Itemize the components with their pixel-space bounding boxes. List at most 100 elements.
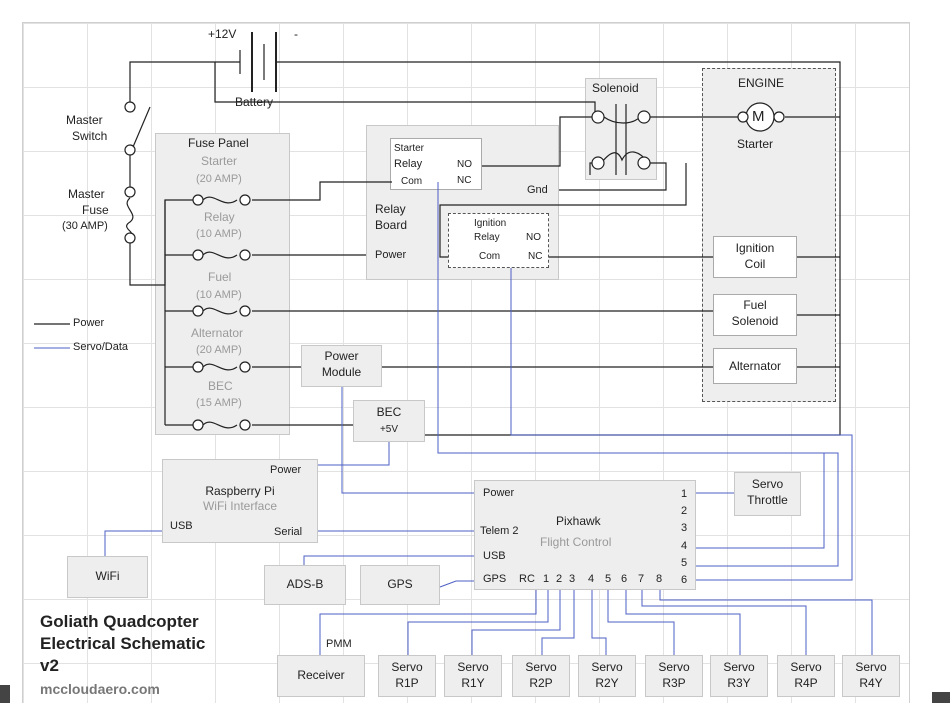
title-line-1: Goliath Quadcopter [40, 612, 199, 631]
legend-power: Power [73, 317, 105, 329]
terminals [124, 101, 785, 431]
ignition-relay-l1: Ignition [474, 218, 507, 229]
fuse-starter-name: Starter [201, 154, 238, 168]
starter-relay-com: Com [401, 176, 423, 187]
fuse-symbols [202, 196, 238, 429]
servo-throttle-l2: Throttle [747, 493, 788, 507]
servo-r4y [842, 655, 900, 697]
servo-r4p [777, 655, 835, 697]
wifi-module [67, 556, 148, 598]
pixhawk-aux-4: 4 [588, 573, 595, 585]
starter-relay-no: NO [457, 159, 472, 170]
corner-marker-left [0, 685, 10, 703]
fuse-panel-title: Fuse Panel [188, 136, 249, 150]
servo-r1y-l2: R1Y [461, 676, 485, 690]
fuse-relay-name: Relay [204, 210, 235, 224]
pixhawk [474, 480, 696, 590]
servo-r4p-l2: R4P [794, 676, 818, 690]
title-line-2: Electrical Schematic [40, 634, 206, 653]
ignition-relay-no: NO [526, 232, 541, 243]
fuse-fuel-name: Fuel [208, 270, 232, 284]
pixhawk-usb: USB [483, 550, 506, 562]
rpi-power: Power [270, 464, 302, 476]
receiver-pmm: PMM [326, 638, 352, 650]
fuse-panel [155, 133, 290, 435]
ignition-coil-l2: Coil [744, 257, 766, 271]
pixhawk-aux-8: 8 [656, 573, 663, 585]
power-module-l1: Power [324, 349, 359, 363]
gps-module [360, 565, 440, 605]
pixhawk-power: Power [483, 487, 515, 499]
relay-board-power: Power [375, 249, 407, 261]
servo-r3y [710, 655, 768, 697]
battery-label: Battery [235, 95, 274, 109]
servo-r2p-l1: Servo [525, 660, 557, 674]
pixhawk-telem: Telem 2 [480, 525, 519, 537]
power-module [301, 345, 382, 387]
bec-l2: +5V [379, 424, 399, 435]
ignition-relay [448, 213, 549, 268]
servo-r1y-l1: Servo [457, 660, 489, 674]
battery-plus: +12V [208, 27, 237, 41]
solenoid-label: Solenoid [592, 81, 639, 95]
pixhawk-out-1: 1 [681, 488, 688, 500]
power-module-l2: Module [321, 365, 362, 379]
starter-relay-l1: Starter [394, 143, 425, 154]
master-switch-label-2: Switch [72, 129, 108, 143]
servo-r2y-l2: R2Y [595, 676, 619, 690]
fuse-relay-rating: (10 AMP) [196, 228, 242, 240]
pixhawk-name: Pixhawk [556, 514, 601, 528]
servo-r3p [645, 655, 703, 697]
servo-r2p-l2: R2P [529, 676, 553, 690]
power-wires [126, 32, 841, 436]
ignition-relay-nc: NC [528, 251, 543, 262]
servo-r4y-l2: R4Y [859, 676, 883, 690]
title-site: mccloudaero.com [40, 681, 160, 697]
fuel-solenoid-l1: Fuel [743, 298, 767, 312]
servo-throttle-l1: Servo [751, 477, 784, 491]
pixhawk-out-5: 5 [681, 557, 688, 569]
ignition-coil-l1: Ignition [735, 241, 775, 255]
bec-l1: BEC [376, 405, 402, 419]
servo-r3y-l1: Servo [723, 660, 755, 674]
wifi-label: WiFi [95, 569, 120, 583]
servo-r3p-l2: R3P [662, 676, 686, 690]
pixhawk-aux-1: 1 [543, 573, 550, 585]
servo-r2y-l1: Servo [591, 660, 623, 674]
relay-board-gnd: Gnd [527, 184, 548, 196]
pixhawk-out-6: 6 [681, 574, 688, 586]
servo-r1p [378, 655, 436, 697]
ignition-coil-box [713, 236, 797, 278]
starter-relay [390, 138, 482, 190]
bec-module [353, 400, 425, 442]
relay-board-title-1: Relay [375, 202, 406, 216]
master-switch-label-1: Master [66, 113, 103, 127]
fuse-bec-name: BEC [208, 379, 233, 393]
ignition-relay-l2: Relay [474, 232, 500, 243]
gps-label: GPS [387, 577, 413, 591]
motor-symbol: M [752, 108, 765, 125]
rpi-serial: Serial [274, 526, 303, 538]
servo-r4y-l1: Servo [855, 660, 887, 674]
pixhawk-out-2: 2 [681, 505, 688, 517]
servo-r1p-l2: R1P [395, 676, 419, 690]
servo-throttle [734, 472, 801, 516]
servo-r1y [444, 655, 502, 697]
battery-minus: - [294, 27, 298, 41]
pixhawk-out-4: 4 [681, 540, 688, 552]
fuse-alternator-rating: (20 AMP) [196, 344, 242, 356]
servo-r3y-l2: R3Y [727, 676, 751, 690]
servo-r2p [512, 655, 570, 697]
master-fuse-label-3: (30 AMP) [62, 220, 108, 232]
fuse-starter-rating: (20 AMP) [196, 173, 242, 185]
raspberry-pi [162, 459, 318, 543]
data-wires [34, 182, 873, 655]
pixhawk-out-3: 3 [681, 522, 688, 534]
servo-r4p-l1: Servo [790, 660, 822, 674]
legend-servo-data: Servo/Data [73, 341, 129, 353]
corner-marker-right [932, 692, 950, 703]
master-fuse-label-2: Fuse [82, 203, 109, 217]
alternator-box [713, 348, 797, 384]
